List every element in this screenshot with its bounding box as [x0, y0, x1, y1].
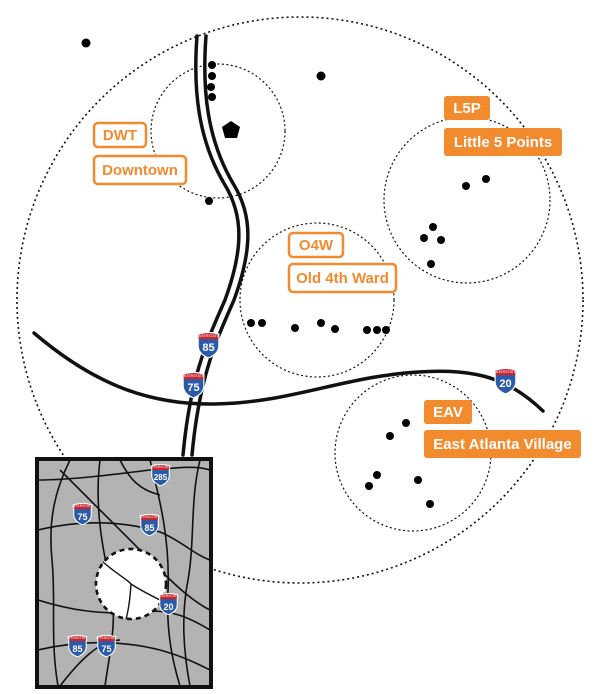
location-dot-icon	[373, 471, 381, 479]
svg-text:EAV: EAV	[433, 404, 463, 421]
svg-text:75: 75	[77, 512, 87, 522]
svg-text:75: 75	[187, 382, 199, 394]
inset-interstate-75-shield-icon: INTERSTATE 75	[72, 502, 94, 525]
svg-text:85: 85	[144, 523, 154, 533]
location-dot-icon	[81, 38, 91, 48]
location-dot-icon	[402, 419, 410, 427]
label-little-5-points-name[interactable]: Little 5 Points	[444, 128, 562, 156]
little-5-points-boundary	[383, 116, 551, 284]
svg-text:75: 75	[101, 644, 111, 654]
points-little-5-points	[420, 175, 490, 268]
location-dot-icon	[247, 319, 255, 327]
location-dot-icon	[365, 482, 373, 490]
interstate-85-shield-icon: INTERSTATE 85	[197, 331, 220, 358]
location-dot-icon	[386, 432, 394, 440]
location-dot-icon	[462, 182, 470, 190]
location-dot-icon	[208, 93, 216, 101]
location-dot-icon	[363, 326, 371, 334]
i20-road	[32, 331, 545, 413]
location-dot-icon	[205, 197, 213, 205]
inset-interstate-75-south-shield-icon: INTERSTATE 75	[96, 634, 118, 657]
metro-area-boundary	[16, 16, 584, 584]
location-dot-icon	[331, 325, 339, 333]
label-downtown-name[interactable]: Downtown	[92, 154, 188, 186]
location-dot-icon	[317, 319, 325, 327]
location-dot-icon	[482, 175, 490, 183]
svg-text:INTERSTATE: INTERSTATE	[139, 515, 161, 519]
svg-text:L5P: L5P	[453, 100, 481, 117]
svg-text:85: 85	[202, 342, 214, 354]
location-dot-icon	[208, 61, 216, 69]
svg-text:285: 285	[154, 473, 168, 482]
inset-interstate-20-shield-icon: INTERSTATE 20	[158, 592, 180, 615]
label-downtown-abbr[interactable]: DWT	[92, 121, 148, 149]
svg-text:INTERSTATE: INTERSTATE	[96, 636, 118, 640]
location-dot-icon	[382, 326, 390, 334]
svg-text:O4W: O4W	[299, 237, 334, 254]
points-old-4th-ward	[247, 319, 390, 334]
location-dot-icon	[437, 236, 445, 244]
interstate-75-shield-icon: INTERSTATE 75	[182, 371, 205, 398]
svg-text:20: 20	[163, 602, 173, 612]
location-dot-icon	[373, 326, 381, 334]
svg-text:Old 4th Ward: Old 4th Ward	[296, 270, 389, 287]
location-dot-icon	[426, 500, 434, 508]
interstate-20-shield-icon: INTERSTATE 20	[494, 367, 517, 394]
inset-interstate-85-shield-icon: INTERSTATE 85	[139, 513, 161, 536]
svg-text:Little 5 Points: Little 5 Points	[454, 134, 552, 151]
location-dot-icon	[420, 234, 428, 242]
inset-interstate-85-south-shield-icon: INTERSTATE 85	[67, 634, 89, 657]
location-dot-icon	[429, 223, 437, 231]
i75-85-road-east	[190, 34, 250, 457]
location-dot-icon	[207, 83, 215, 91]
points-downtown	[205, 61, 240, 205]
location-dot-icon	[208, 72, 216, 80]
svg-text:INTERSTATE: INTERSTATE	[495, 370, 517, 374]
i75-85-road-west	[181, 34, 241, 457]
svg-text:East Atlanta Village: East Atlanta Village	[433, 436, 571, 453]
svg-text:85: 85	[72, 644, 82, 654]
label-east-atlanta-village-name[interactable]: East Atlanta Village	[424, 430, 581, 458]
location-dot-icon	[316, 71, 326, 81]
location-dot-icon	[427, 260, 435, 268]
label-old-4th-ward-name[interactable]: Old 4th Ward	[287, 262, 398, 294]
svg-text:INTERSTATE: INTERSTATE	[158, 594, 180, 598]
location-dot-icon	[291, 324, 299, 332]
svg-text:INTERSTATE: INTERSTATE	[72, 504, 94, 508]
old-4th-ward-boundary	[239, 222, 395, 378]
label-old-4th-ward-abbr[interactable]: O4W	[287, 231, 345, 259]
svg-text:INTERSTATE: INTERSTATE	[183, 374, 205, 378]
location-dot-icon	[258, 319, 266, 327]
points-outside	[81, 38, 326, 81]
inset-locator-map: INTERSTATE 285 INTERSTATE 75 INTERSTATE …	[35, 457, 213, 689]
location-dot-icon	[414, 476, 422, 484]
pentagon-marker-icon	[222, 121, 240, 138]
svg-text:INTERSTATE: INTERSTATE	[150, 465, 172, 469]
label-little-5-points-abbr[interactable]: L5P	[444, 96, 490, 120]
svg-text:Downtown: Downtown	[102, 162, 178, 179]
svg-text:INTERSTATE: INTERSTATE	[198, 334, 220, 338]
label-east-atlanta-village-abbr[interactable]: EAV	[424, 400, 472, 424]
downtown-boundary	[150, 63, 286, 199]
svg-text:INTERSTATE: INTERSTATE	[67, 636, 89, 640]
svg-text:DWT: DWT	[103, 127, 137, 144]
points-east-atlanta-village	[365, 419, 434, 508]
inset-interstate-285-shield-icon: INTERSTATE 285	[150, 463, 172, 486]
svg-text:20: 20	[499, 378, 511, 390]
